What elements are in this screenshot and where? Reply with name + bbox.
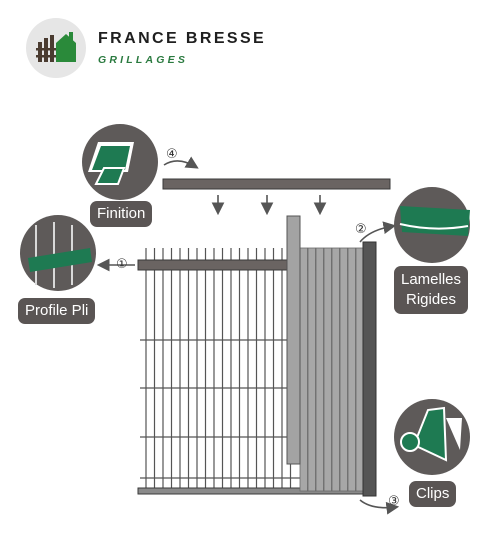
slat: [355, 247, 364, 492]
clips-part-icon: [394, 399, 470, 475]
slat: [347, 247, 356, 492]
slat: [299, 247, 308, 492]
slat: [315, 247, 324, 492]
arrow-down-icon: [211, 195, 327, 216]
label-lamelles-line2: Rigides: [405, 291, 457, 308]
mesh-panel: [140, 248, 300, 494]
label-lamelles-line1: Lamelles: [400, 271, 462, 288]
finition-part-icon: [82, 124, 158, 200]
label-profile-pli: Profile Pli: [18, 298, 96, 324]
label-lamelles-rigides: Lamelles Rigides: [394, 266, 468, 314]
slat: [307, 247, 316, 492]
marker-1: ①: [116, 257, 128, 272]
lamelles-part-icon: [394, 187, 470, 263]
lamelles-slats: [299, 247, 364, 492]
brand-header: FRANCE BRESSE GRILLAGES: [26, 18, 326, 82]
brand-tagline: GRILLAGES: [98, 54, 189, 66]
marker-3: ③: [388, 494, 400, 509]
marker-4: ④: [166, 147, 178, 162]
slat: [323, 247, 332, 492]
marker-2: ②: [355, 222, 367, 237]
label-finition: Finition: [90, 201, 153, 227]
slat: [331, 247, 340, 492]
profile-pli-part-icon: [20, 215, 96, 291]
brand-name: FRANCE BRESSE: [98, 30, 267, 47]
fence-post: [362, 241, 377, 497]
fence-logo-icon: [26, 18, 86, 78]
label-clips: Clips: [409, 481, 457, 507]
finition-bar: [162, 178, 391, 190]
slat: [339, 247, 348, 492]
tall-slat: [286, 215, 301, 465]
